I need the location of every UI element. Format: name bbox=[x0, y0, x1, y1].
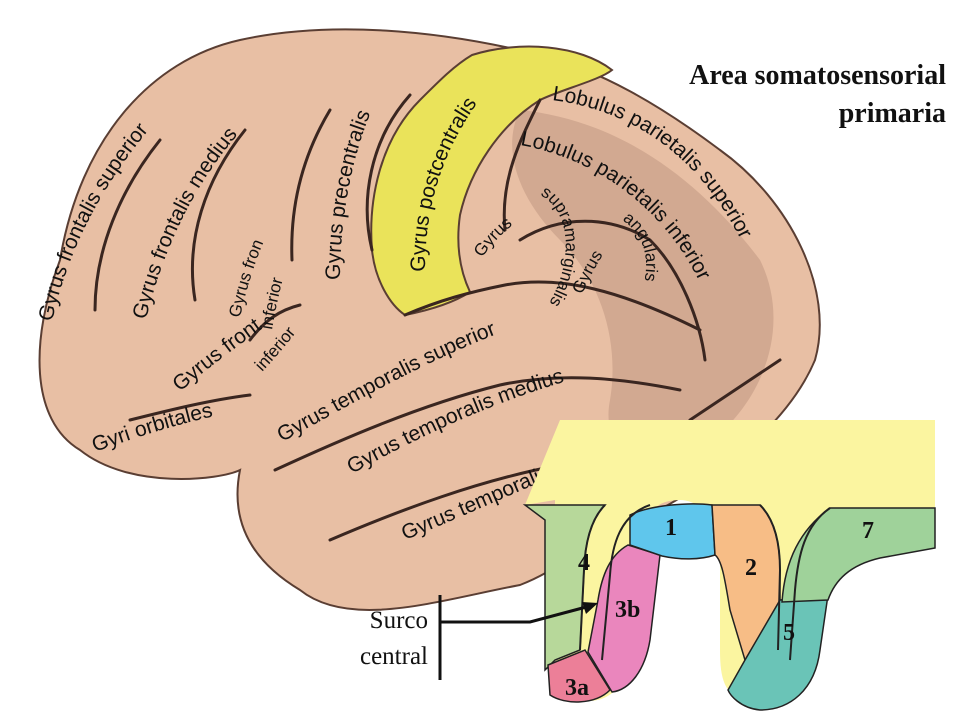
inset-fold-right-2 bbox=[789, 507, 831, 661]
title-line-2: primaria bbox=[839, 98, 946, 129]
inset-fold-left bbox=[579, 504, 606, 651]
label-area-2: 2 bbox=[745, 555, 757, 581]
postcentral-gyrus-highlight bbox=[370, 45, 614, 317]
central-sulcus-inset: 1 2 3a 3b 4 5 7 bbox=[522, 420, 936, 711]
inset-fold-right bbox=[759, 504, 782, 651]
title-line-1: Area somatosensorial bbox=[689, 60, 946, 91]
label-area-3a: 3a bbox=[565, 675, 589, 701]
sulcus-arrow-head bbox=[582, 602, 598, 614]
label-area-4: 4 bbox=[578, 550, 590, 576]
sulcus-label-line-2: central bbox=[360, 643, 428, 670]
sulci bbox=[93, 93, 782, 542]
sulcus-label-line-1: Surco bbox=[370, 607, 428, 634]
sulcus-arrow-line bbox=[440, 604, 591, 624]
label-area-7: 7 bbox=[862, 518, 874, 544]
area-5-region bbox=[727, 594, 829, 711]
label-area-1: 1 bbox=[665, 515, 677, 541]
parietal-shading bbox=[512, 110, 774, 462]
inset-fold-center bbox=[601, 504, 651, 661]
area-7-region bbox=[781, 507, 936, 603]
label-area-3b: 3b bbox=[615, 597, 640, 623]
label-area-5: 5 bbox=[783, 620, 795, 646]
